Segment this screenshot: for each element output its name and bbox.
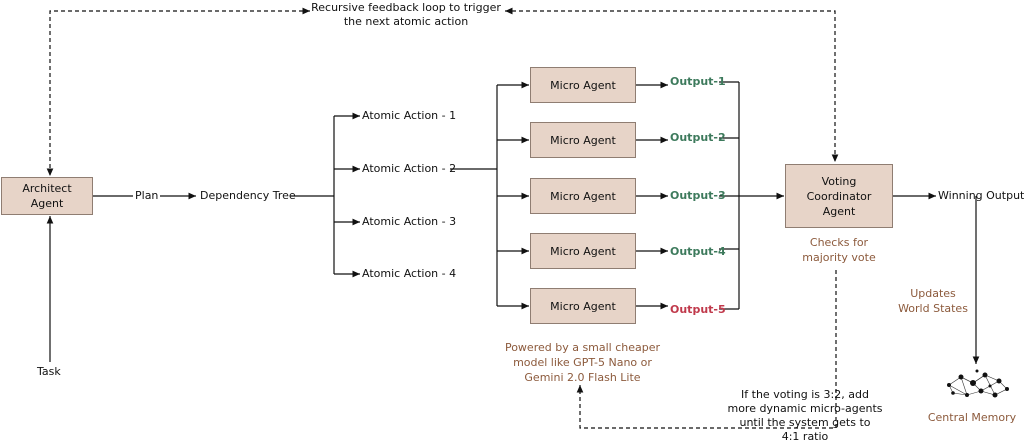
micro-note-line2: model like GPT-5 Nano or: [513, 356, 652, 369]
voting-note: If the voting is 3:2, add more dynamic m…: [720, 388, 890, 444]
architect-agent-box: Architect Agent: [1, 177, 93, 215]
output-4: Output-4: [670, 245, 726, 258]
micro-agent-5: Micro Agent: [530, 288, 636, 324]
voting-note-line3: until the system gets to: [739, 416, 871, 429]
feedback-label-line1: Recursive feedback loop to trigger: [311, 1, 501, 14]
micro-note-line3: Gemini 2.0 Flash Lite: [524, 371, 641, 384]
atomic-action-4: Atomic Action - 4: [362, 267, 457, 280]
feedback-label-line2: the next atomic action: [343, 15, 469, 28]
updates-line2: World States: [898, 302, 968, 315]
coordinator-note-line2: majority vote: [802, 251, 876, 264]
micro-agent-4: Micro Agent: [530, 233, 636, 269]
coordinator-line3: Agent: [822, 204, 856, 218]
voting-coordinator-box: Voting Coordinator Agent: [785, 164, 893, 228]
network-graph-icon: [947, 369, 1009, 398]
coordinator-note: Checks for majority vote: [790, 235, 888, 265]
micro-agent-1: Micro Agent: [530, 67, 636, 103]
task-label: Task: [37, 365, 61, 378]
dependency-tree-label: Dependency Tree: [200, 189, 296, 202]
atomic-action-1: Atomic Action - 1: [362, 109, 457, 122]
micro-agent-3: Micro Agent: [530, 178, 636, 214]
revote-loop: [576, 270, 837, 429]
winning-output-label: Winning Output: [938, 189, 1024, 202]
updates-label: Updates World States: [892, 286, 974, 316]
output-2: Output-2: [670, 131, 726, 144]
coordinator-note-line1: Checks for: [809, 236, 869, 249]
feedback-label: Recursive feedback loop to trigger the n…: [300, 1, 512, 29]
atomic-action-3: Atomic Action - 3: [362, 215, 457, 228]
feedback-loop-left: [46, 7, 310, 176]
coordinator-line1: Voting: [821, 174, 857, 188]
output-5: Output-5: [670, 303, 726, 316]
micro-agent-2: Micro Agent: [530, 122, 636, 158]
voting-note-line1: If the voting is 3:2, add: [741, 388, 869, 401]
micro-note-line1: Powered by a small cheaper: [504, 341, 661, 354]
plan-label: Plan: [135, 189, 159, 202]
output-1: Output-1: [670, 75, 726, 88]
updates-line1: Updates: [910, 287, 956, 300]
voting-note-line4: 4:1 ratio: [781, 430, 829, 443]
architect-line2: Agent: [30, 197, 64, 210]
central-memory-label: Central Memory: [927, 411, 1017, 424]
atomic-action-2: Atomic Action - 2: [362, 162, 457, 175]
feedback-loop-right: [504, 7, 839, 162]
micro-agent-note: Powered by a small cheaper model like GP…: [500, 340, 665, 385]
output-3: Output-3: [670, 189, 726, 202]
coordinator-line2: Coordinator: [806, 189, 872, 203]
voting-note-line2: more dynamic micro-agents: [727, 402, 883, 415]
architect-line1: Architect: [22, 182, 72, 195]
